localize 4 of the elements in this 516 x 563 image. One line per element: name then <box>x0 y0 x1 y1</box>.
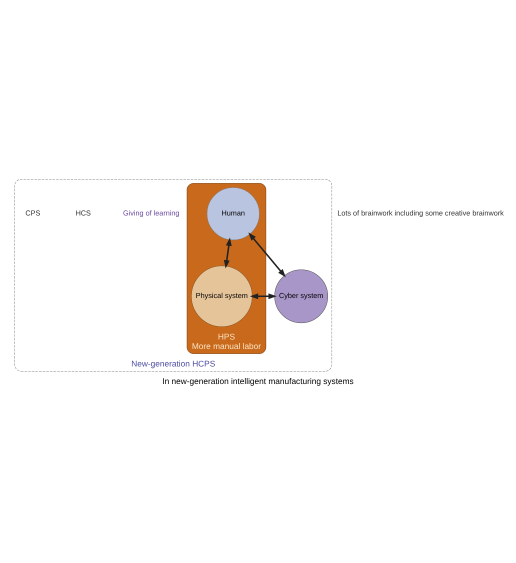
caption: In new-generation intelligent manufacturing systems <box>162 376 354 386</box>
arrow <box>250 292 277 299</box>
arrow <box>248 232 286 277</box>
arrow <box>224 236 232 268</box>
